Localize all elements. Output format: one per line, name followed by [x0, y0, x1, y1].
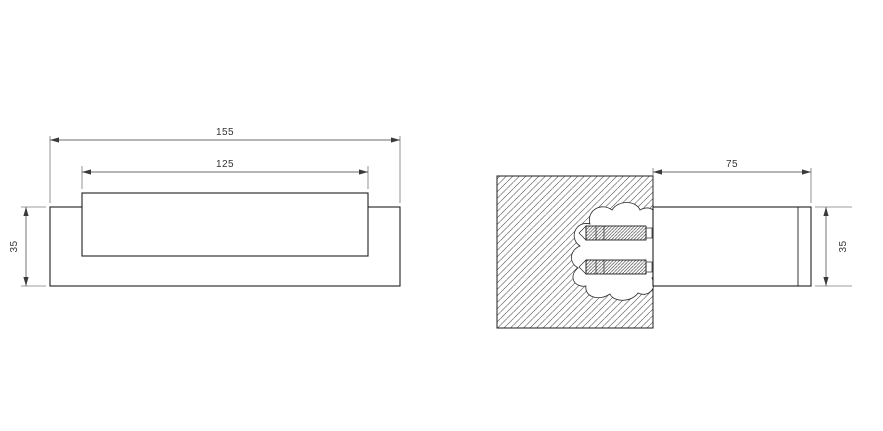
dim-label-125: 125 — [216, 159, 234, 170]
front-view: 155 125 35 — [9, 127, 401, 287]
screw-head — [645, 227, 653, 239]
anchor-body — [585, 225, 647, 241]
dim-label-35-front: 35 — [9, 241, 20, 253]
grip-bar-outline — [81, 192, 369, 257]
screw-head — [645, 261, 653, 273]
dim-diameter-side: 35 — [815, 206, 852, 287]
anchor-body — [585, 259, 647, 275]
wall-anchor-top — [578, 225, 653, 241]
dim-label-155: 155 — [216, 127, 234, 138]
dim-label-75: 75 — [726, 159, 738, 170]
dim-label-35-side: 35 — [838, 241, 849, 253]
dim-projection: 75 — [652, 159, 812, 203]
handle-side-profile — [652, 206, 812, 287]
dim-grip-width: 125 — [81, 159, 369, 189]
dim-total-width: 155 — [49, 127, 401, 203]
side-view: 75 35 — [496, 159, 852, 329]
wall-anchor-bottom — [578, 259, 653, 275]
handle-body-outline — [652, 206, 812, 287]
dim-height-front: 35 — [9, 206, 46, 287]
